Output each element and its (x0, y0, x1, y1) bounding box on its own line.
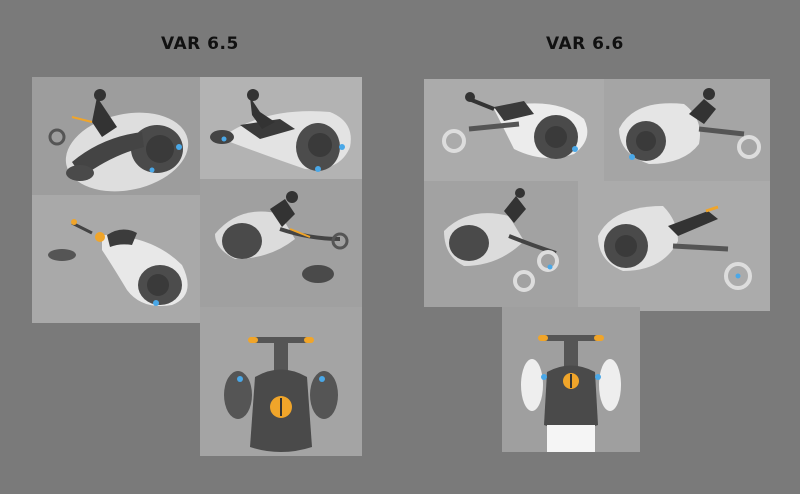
bike-render (619, 88, 761, 164)
render-var66-view-side-right (604, 79, 770, 181)
render-var66-view-top (502, 307, 640, 452)
render-var65-view-top (200, 307, 362, 456)
render-var66-view-rear-left (424, 181, 578, 307)
bike-render (48, 89, 189, 192)
bike-render (442, 92, 588, 159)
render-var66-view-side-left (424, 79, 604, 181)
render-var65-view-no-rider (32, 195, 200, 323)
render-var65-view-side (200, 77, 362, 179)
variant-title-6-5: VAR 6.5 (161, 34, 239, 54)
render-var65-view-front-left (32, 77, 200, 195)
render-var66-view-rear-right (578, 181, 770, 311)
bike-render (521, 335, 621, 452)
bike-render (215, 191, 349, 283)
bike-render (598, 205, 752, 290)
bike-render (48, 219, 188, 306)
bike-render (210, 89, 351, 172)
render-var65-view-rear (200, 179, 362, 307)
bike-render (224, 337, 338, 452)
variant-title-6-6: VAR 6.6 (546, 34, 624, 54)
bike-render (444, 188, 559, 292)
